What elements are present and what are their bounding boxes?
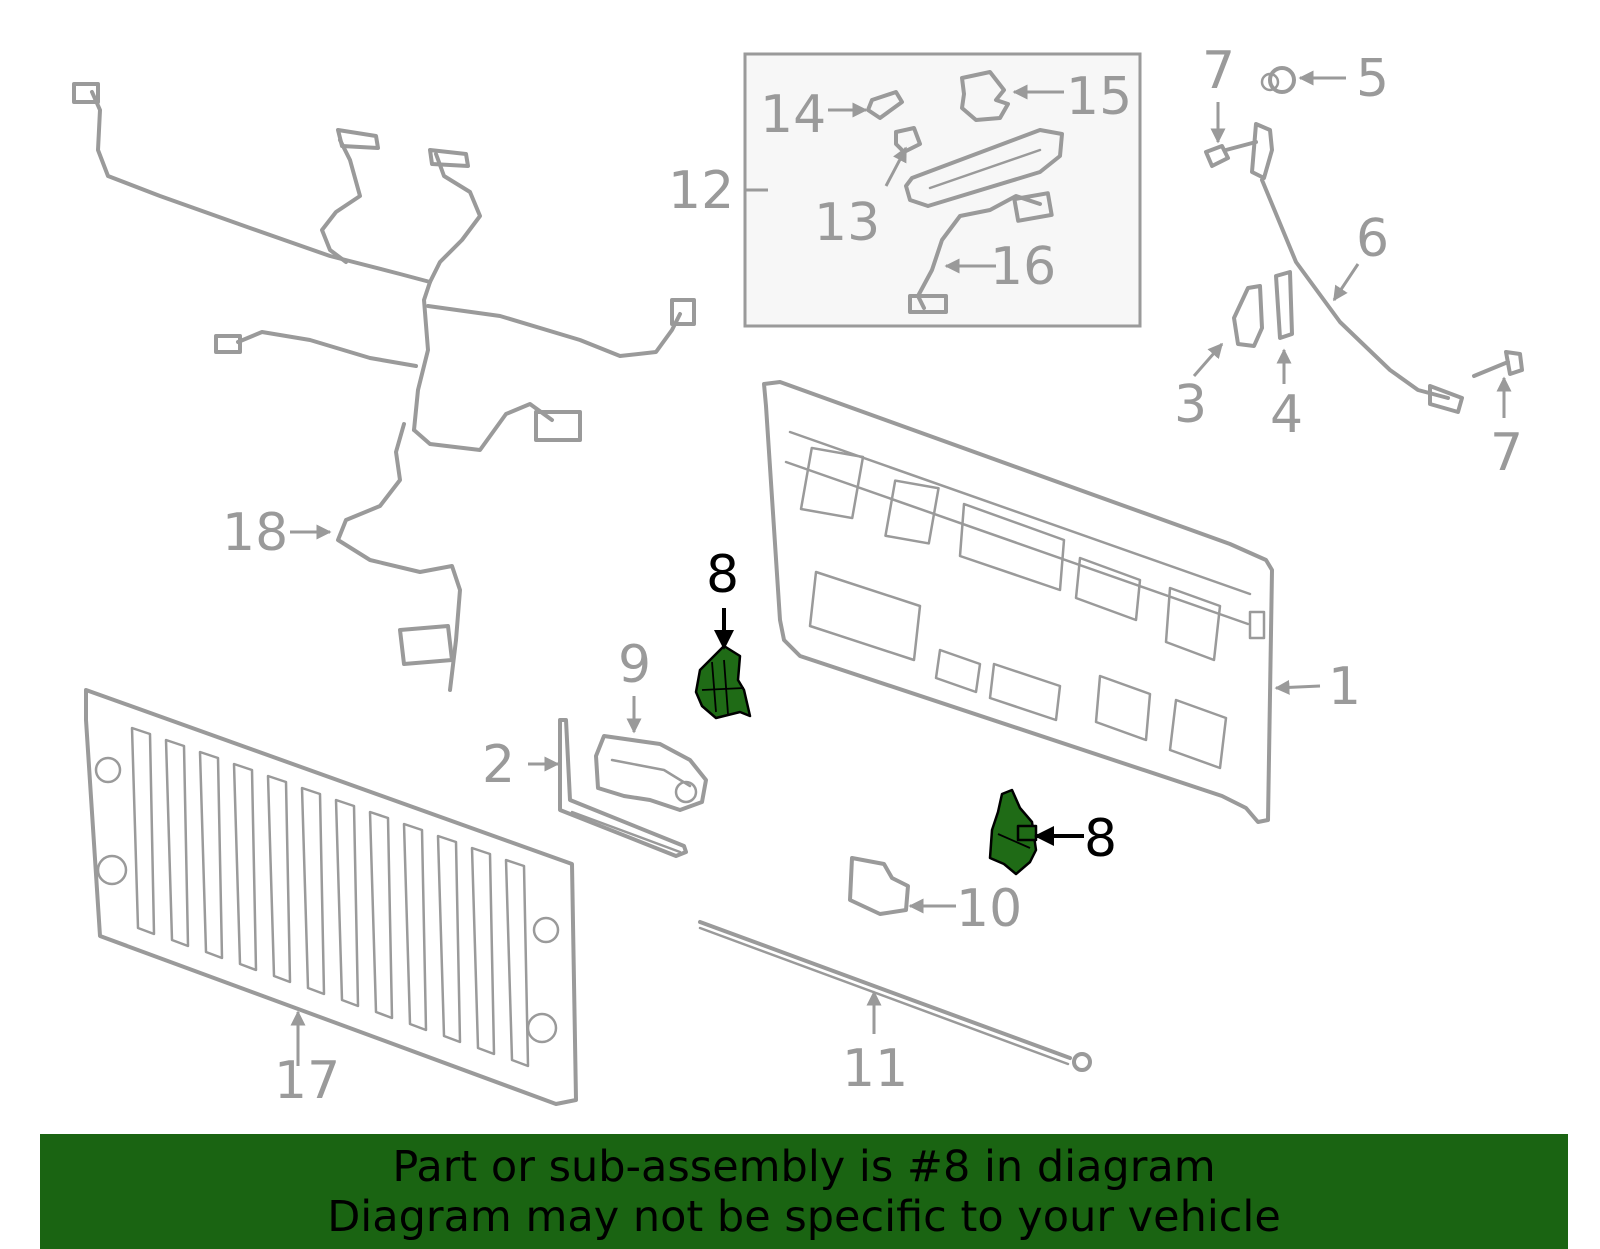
tailgate-rib [164,738,190,948]
tailgate-rib [470,846,496,1056]
callout-15: 15 [1066,67,1132,127]
callout-11: 11 [842,1039,908,1099]
callout-6: 6 [1356,209,1389,269]
tailgate-rib [266,774,292,984]
latch-actuator [594,734,708,812]
tailgate-rib [232,762,258,972]
callout-8-lower: 8 [1084,809,1117,869]
striker-3 [1232,284,1264,348]
callout-3: 3 [1174,375,1207,435]
tailgate-rib [334,798,360,1008]
callout-8-upper: 8 [706,545,739,605]
callout-16: 16 [990,237,1056,297]
callout-18: 18 [222,503,288,563]
tailgate-rib [198,750,224,960]
bracket-4 [1274,270,1294,340]
tailgate-rib [368,810,394,1020]
leader-lines [290,70,1512,1066]
bolt-lower [1472,350,1524,378]
callout-14: 14 [760,85,826,145]
callout-4: 4 [1270,385,1303,445]
tailgate-rib [402,822,428,1032]
latch-bracket [558,718,688,858]
banner-line-part: Part or sub-assembly is #8 in diagram [392,1142,1216,1192]
kit-inset-box [743,52,1142,328]
callout-1: 1 [1328,657,1361,717]
callout-12: 12 [668,161,734,221]
highlighted-part-8-lower[interactable] [988,788,1038,876]
release-rod [698,920,1092,1072]
callout-5: 5 [1356,49,1389,109]
wiring-harness [72,82,696,692]
callout-9: 9 [618,635,651,695]
callout-2: 2 [482,735,515,795]
support-cable [1250,122,1464,414]
callout-17: 17 [274,1051,340,1111]
callout-7-upper: 7 [1202,41,1235,101]
banner-line-disclaimer: Diagram may not be specific to your vehi… [327,1192,1281,1242]
info-banner: Part or sub-assembly is #8 in diagram Di… [40,1134,1568,1249]
tailgate-outer-panel [84,688,578,1106]
tailgate-rib [504,858,530,1068]
tailgate-rib [300,786,326,996]
callout-13: 13 [814,193,880,253]
bolt-upper [1204,140,1258,168]
highlighted-part-8-upper[interactable] [694,644,752,720]
fastener-5 [1260,66,1296,94]
tailgate-rib [130,726,156,936]
callout-7-lower: 7 [1490,423,1523,483]
control-module [848,856,910,916]
tailgate-rib [436,834,462,1044]
tailgate-inner-panel [762,380,1274,824]
callout-10: 10 [956,879,1022,939]
